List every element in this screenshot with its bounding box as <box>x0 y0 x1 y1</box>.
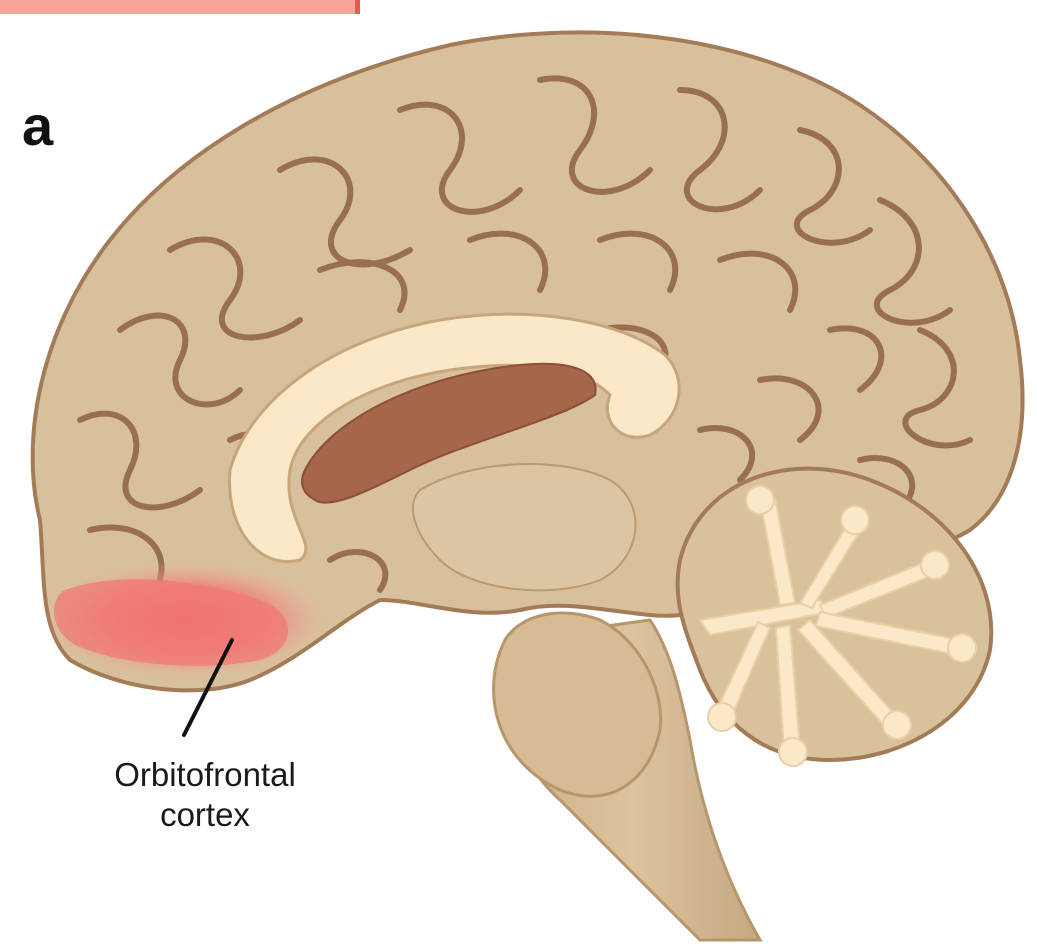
callout-line-2: cortex <box>70 795 340 835</box>
orbitofrontal-cortex-label: Orbitofrontal cortex <box>70 755 340 835</box>
panel-label: a <box>22 98 53 154</box>
callout-line-1: Orbitofrontal <box>70 755 340 795</box>
